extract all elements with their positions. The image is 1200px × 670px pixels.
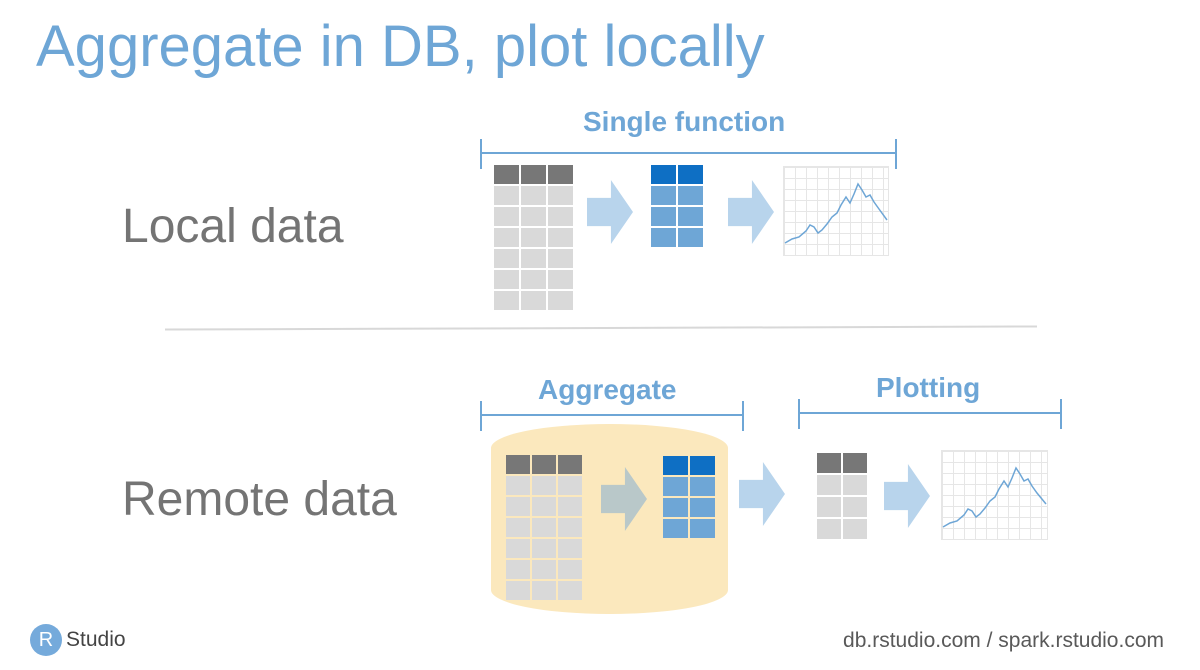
slide-title: Aggregate in DB, plot locally bbox=[36, 14, 765, 79]
table-cell bbox=[558, 539, 582, 558]
table-header-cell bbox=[678, 165, 703, 184]
table-header-cell bbox=[521, 165, 546, 184]
table-cell bbox=[532, 476, 556, 495]
table-cell bbox=[521, 228, 546, 247]
table-header-cell bbox=[817, 453, 841, 473]
table-cell bbox=[494, 207, 519, 226]
table-header-cell bbox=[494, 165, 519, 184]
single-function-bracket bbox=[480, 139, 897, 169]
table-cell bbox=[651, 228, 676, 247]
table-cell bbox=[532, 560, 556, 579]
table-cell bbox=[494, 228, 519, 247]
table-cell bbox=[532, 518, 556, 537]
table-cell bbox=[506, 581, 530, 600]
table-cell bbox=[506, 539, 530, 558]
table-cell bbox=[548, 207, 573, 226]
table-cell bbox=[548, 186, 573, 205]
table-cell bbox=[506, 476, 530, 495]
table-cell bbox=[843, 475, 867, 495]
section-divider bbox=[164, 325, 1038, 331]
table-cell bbox=[558, 497, 582, 516]
rstudio-wordmark: Studio bbox=[66, 628, 126, 651]
local-plot-line bbox=[784, 182, 888, 244]
table-cell bbox=[663, 498, 688, 517]
table-cell bbox=[506, 560, 530, 579]
database-cylinder-icon bbox=[491, 424, 728, 614]
local-aggregated-table bbox=[651, 165, 703, 247]
table-cell bbox=[817, 519, 841, 539]
table-cell bbox=[521, 207, 546, 226]
table-cell bbox=[548, 291, 573, 310]
remote-raw-table bbox=[506, 455, 582, 600]
table-cell bbox=[532, 497, 556, 516]
table-header-cell bbox=[506, 455, 530, 474]
table-cell bbox=[521, 270, 546, 289]
table-cell bbox=[494, 291, 519, 310]
arrow-right-icon bbox=[884, 464, 930, 528]
r-logo-icon: R bbox=[30, 624, 62, 656]
arrow-right-icon bbox=[739, 462, 785, 526]
table-cell bbox=[843, 497, 867, 517]
remote-plot-line bbox=[942, 466, 1047, 528]
table-cell bbox=[678, 186, 703, 205]
table-header-cell bbox=[843, 453, 867, 473]
table-cell bbox=[548, 228, 573, 247]
table-cell bbox=[843, 519, 867, 539]
local-data-label: Local data bbox=[122, 200, 344, 253]
table-cell bbox=[506, 518, 530, 537]
plotting-bracket bbox=[798, 399, 1062, 429]
local-raw-table bbox=[494, 165, 573, 310]
table-cell bbox=[663, 519, 688, 538]
table-header-cell bbox=[690, 456, 715, 475]
table-cell bbox=[494, 270, 519, 289]
table-cell bbox=[678, 207, 703, 226]
table-cell bbox=[494, 186, 519, 205]
table-cell bbox=[548, 270, 573, 289]
table-cell bbox=[558, 581, 582, 600]
table-cell bbox=[521, 186, 546, 205]
single-function-label: Single function bbox=[583, 106, 786, 137]
table-header-cell bbox=[532, 455, 556, 474]
table-cell bbox=[494, 249, 519, 268]
table-header-cell bbox=[663, 456, 688, 475]
arrow-right-icon bbox=[728, 180, 774, 244]
table-header-cell bbox=[558, 455, 582, 474]
table-cell bbox=[521, 291, 546, 310]
table-cell bbox=[506, 497, 530, 516]
remote-aggregated-table bbox=[663, 456, 715, 538]
aggregate-label: Aggregate bbox=[538, 374, 677, 405]
remote-line-plot-icon bbox=[941, 450, 1048, 540]
table-cell bbox=[663, 477, 688, 496]
table-cell bbox=[558, 476, 582, 495]
aggregate-bracket bbox=[480, 401, 744, 431]
table-cell bbox=[817, 497, 841, 517]
table-cell bbox=[521, 249, 546, 268]
table-cell bbox=[690, 477, 715, 496]
table-cell bbox=[817, 475, 841, 495]
collected-local-table bbox=[817, 453, 867, 539]
table-header-cell bbox=[651, 165, 676, 184]
remote-data-label: Remote data bbox=[122, 473, 397, 526]
table-cell bbox=[558, 518, 582, 537]
table-header-cell bbox=[548, 165, 573, 184]
table-cell bbox=[532, 539, 556, 558]
arrow-right-icon bbox=[587, 180, 633, 244]
rstudio-logo: R Studio bbox=[30, 623, 126, 657]
table-cell bbox=[558, 560, 582, 579]
table-cell bbox=[651, 207, 676, 226]
table-cell bbox=[690, 519, 715, 538]
plotting-label: Plotting bbox=[876, 372, 981, 403]
local-line-plot-icon bbox=[783, 166, 889, 256]
footer-url: db.rstudio.com / spark.rstudio.com bbox=[843, 629, 1164, 652]
table-cell bbox=[651, 186, 676, 205]
table-cell bbox=[690, 498, 715, 517]
table-cell bbox=[532, 581, 556, 600]
table-cell bbox=[548, 249, 573, 268]
table-cell bbox=[678, 228, 703, 247]
